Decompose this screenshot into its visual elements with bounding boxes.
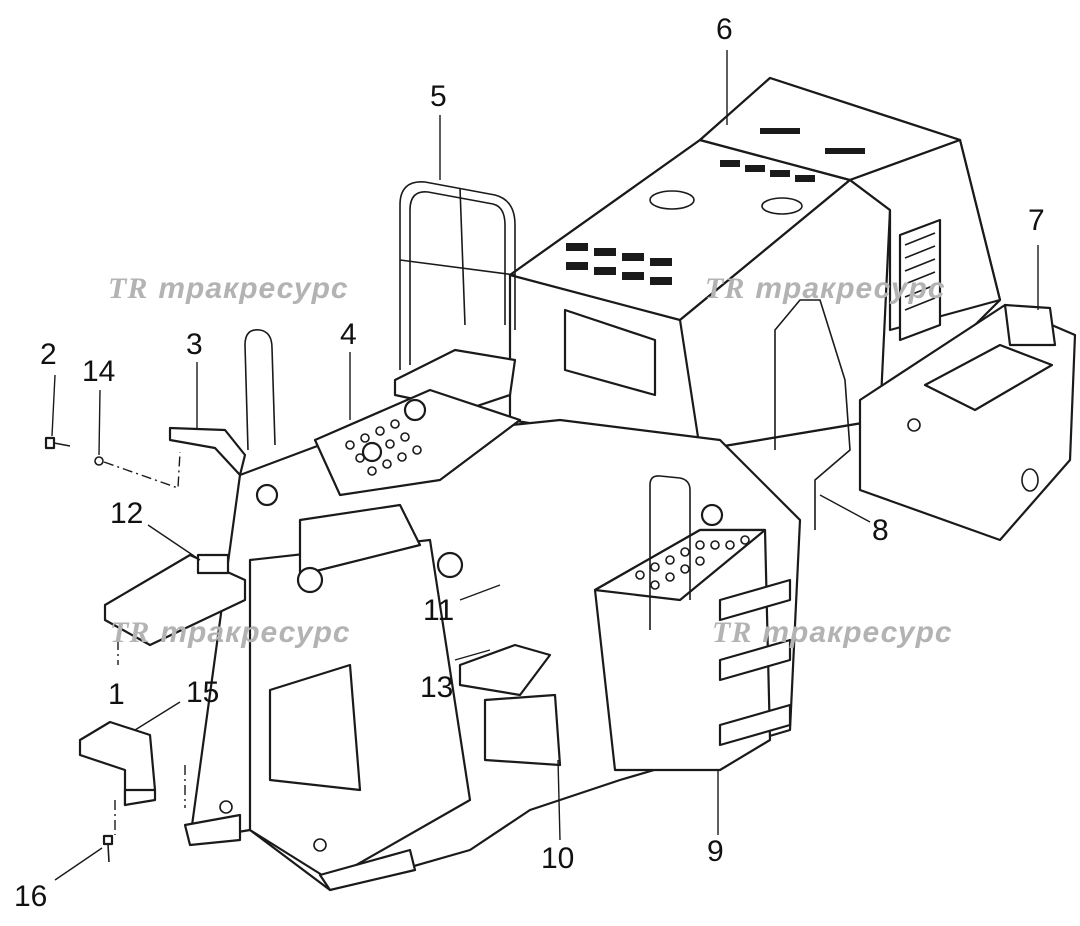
- callout-2: 2: [40, 338, 57, 371]
- watermark-logo-icon: TR: [712, 616, 753, 649]
- callout-12: 12: [110, 497, 144, 530]
- hydraulic-tank: [593, 475, 792, 772]
- callout-10: 10: [541, 842, 575, 875]
- callout-5: 5: [430, 80, 447, 113]
- watermark-text: тракресурс: [158, 272, 349, 305]
- washer-14: [94, 456, 104, 466]
- watermark-logo-icon: TR: [108, 272, 149, 305]
- watermark-mid-left: TR тракресурс: [110, 616, 351, 650]
- engine-hood-assembly: [508, 76, 1002, 452]
- watermark-top-right: TR тракресурс: [705, 272, 946, 306]
- callout-1: 1: [108, 678, 125, 711]
- callout-13: 13: [420, 671, 454, 704]
- side-grille-slots: [904, 232, 936, 311]
- callout-3: 3: [186, 328, 203, 361]
- bolt-2: [44, 436, 71, 450]
- assembly-center-lines: [103, 451, 186, 835]
- watermark-mid-right: TR тракресурс: [712, 616, 953, 650]
- callout-11: 11: [423, 594, 455, 627]
- left-floor-plate: [103, 553, 247, 647]
- callout-15: 15: [186, 676, 220, 709]
- tank-top-holes: [635, 535, 750, 590]
- cover-plate: [78, 720, 157, 807]
- mounting-bracket: [168, 426, 247, 477]
- bolt-16: [102, 834, 114, 863]
- watermark-logo-icon: TR: [705, 272, 746, 305]
- callout-7: 7: [1028, 204, 1045, 237]
- watermark-top-left: TR тракресурс: [108, 272, 349, 306]
- lower-step: [458, 643, 562, 767]
- battery-box: [858, 303, 1077, 542]
- callout-4: 4: [340, 318, 357, 351]
- platform-handrail: [393, 181, 517, 412]
- callout-16: 16: [14, 880, 48, 913]
- watermark-logo-icon: TR: [110, 616, 151, 649]
- watermark-text: тракресурс: [755, 272, 946, 305]
- leader-lines: [51, 50, 1039, 881]
- callout-6: 6: [716, 13, 733, 46]
- cab-handrail: [774, 299, 851, 530]
- callout-14: 14: [82, 355, 116, 388]
- hood-vent-grille: [566, 128, 865, 285]
- callout-9: 9: [707, 835, 724, 868]
- watermark-text: тракресурс: [160, 616, 351, 649]
- callout-8: 8: [872, 514, 889, 547]
- watermark-text: тракресурс: [762, 616, 953, 649]
